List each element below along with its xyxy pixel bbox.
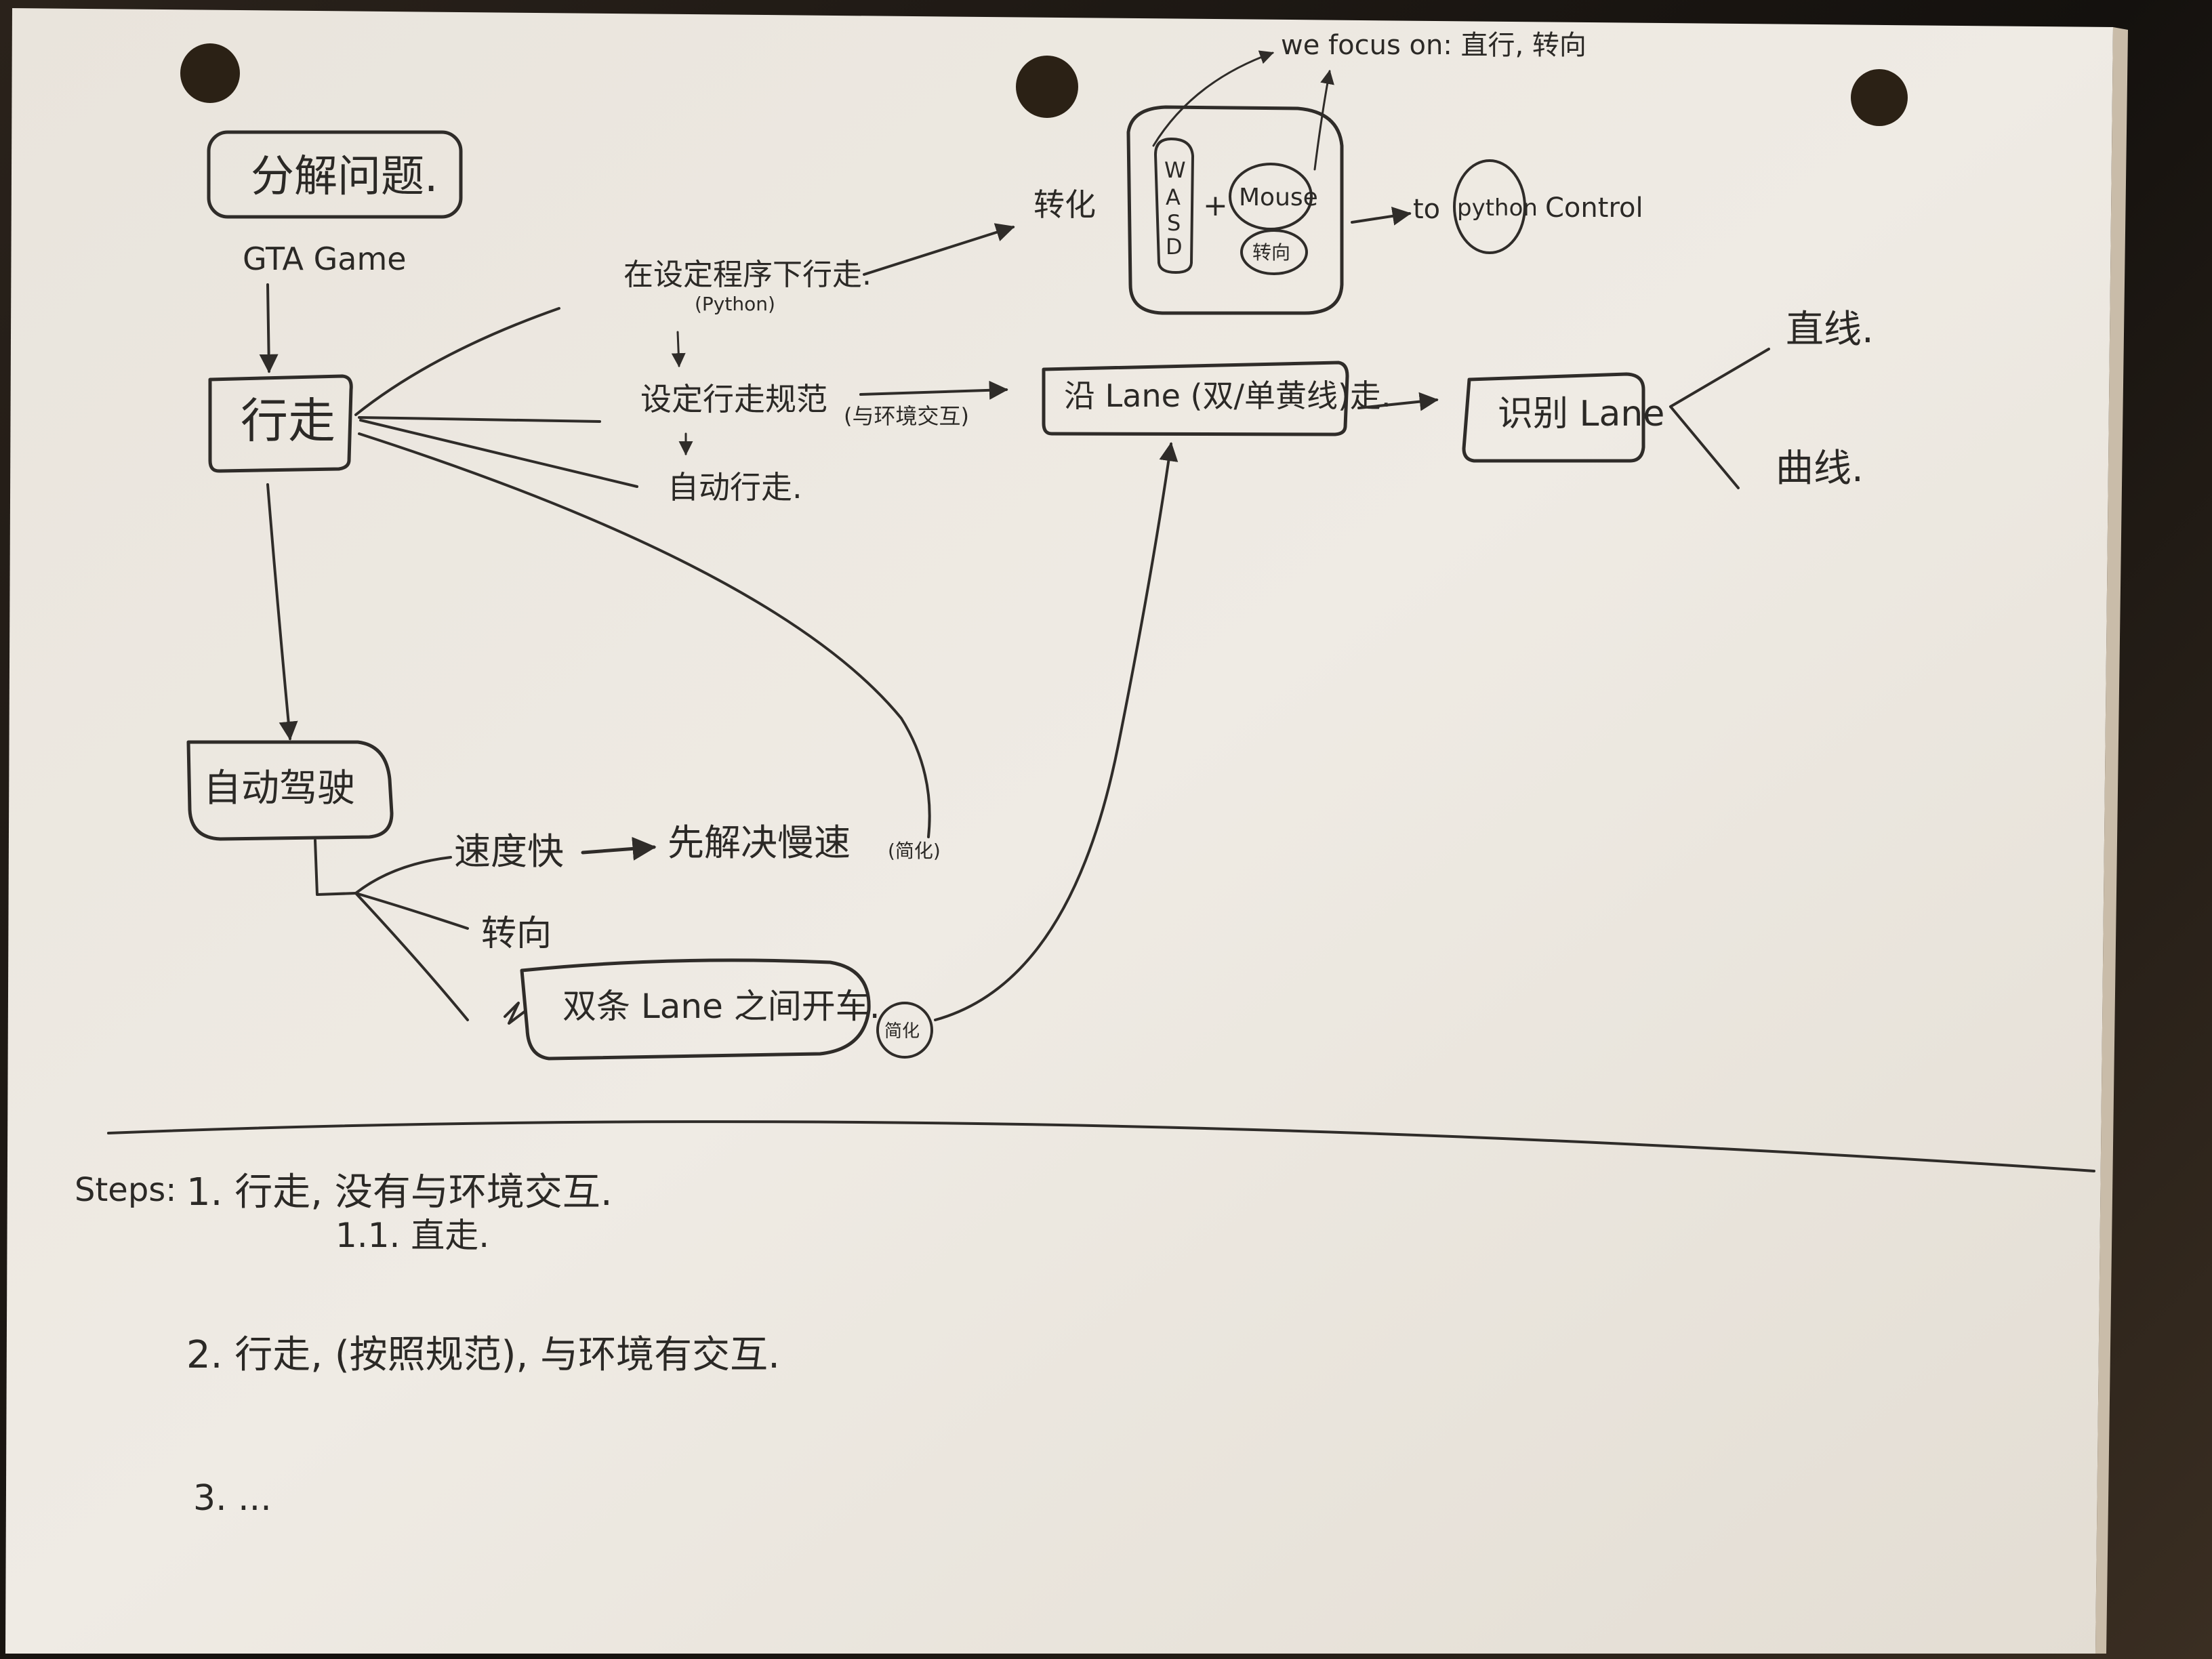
arrow-rules-to-lane — [859, 380, 1008, 400]
mouse-ellipse — [1229, 163, 1313, 230]
line-to-turn — [354, 892, 469, 930]
binder-hole — [180, 43, 240, 103]
line-detect-to-straight — [1669, 348, 1770, 408]
walk-label: 行走 — [241, 393, 335, 449]
set-rules-label: 设定行走规范 — [640, 381, 827, 417]
section-divider — [107, 1120, 2095, 1172]
arrow-simplify-to-lane — [934, 442, 1179, 1021]
program-walk-label: 在设定程序下行走. — [623, 258, 872, 292]
wasd-key-a: A — [1166, 184, 1181, 210]
input-box — [1126, 105, 1344, 315]
walk-box — [208, 374, 353, 473]
split-problem-label: 分解问题. — [251, 152, 438, 202]
arrow-lane-to-detect — [1357, 392, 1439, 411]
binder-hole — [1016, 56, 1078, 118]
mouse-label: Mouse — [1239, 184, 1318, 211]
turn-small-label: 转向 — [1252, 241, 1290, 264]
arrow-speed-to-slow — [581, 836, 657, 861]
steps-label: Steps: — [75, 1171, 176, 1209]
arrow-gta-to-walk — [259, 283, 279, 373]
python-label: python — [1457, 194, 1538, 222]
line-autodrive-down — [314, 839, 357, 896]
detect-lane-label: 识别 Lane — [1498, 394, 1664, 434]
speed-first-label: 先解决慢速 — [668, 821, 851, 864]
wasd-key-d: D — [1166, 234, 1183, 260]
arrow-input-to-python — [1351, 206, 1412, 226]
autodrive-box — [186, 740, 394, 841]
wasd-key-w: W — [1164, 157, 1186, 183]
split-problem-box — [207, 130, 463, 219]
line-detect-to-curve — [1669, 405, 1740, 489]
straight-label: 直线. — [1786, 308, 1874, 352]
step-3: 3. ... — [193, 1478, 272, 1519]
between-lanes-label: 双条 Lane 之间开车. — [562, 987, 880, 1026]
arrow-walk-to-autodrive — [266, 483, 298, 741]
control-label: Control — [1545, 192, 1643, 224]
autodrive-label: 自动驾驶 — [203, 766, 355, 811]
arrow-program-to-transform — [863, 223, 1015, 276]
speed-label: 速度快 — [454, 830, 564, 873]
wasd-box — [1154, 138, 1194, 274]
scribble-mark — [504, 1002, 527, 1025]
line-walk-to-rules — [358, 416, 601, 423]
arrow-mouse-to-focus — [1313, 69, 1334, 171]
turn-small-ellipse — [1240, 229, 1308, 275]
paper-right-edge — [2095, 27, 2128, 1654]
binder-hole — [1851, 69, 1908, 126]
between-lanes-box — [520, 958, 871, 1061]
simplify-circle — [876, 1002, 933, 1059]
we-focus-label: we focus on: 直行, 转向 — [1281, 30, 1586, 61]
set-rules-sub: (与环境交互) — [844, 403, 969, 429]
to-label: to — [1413, 194, 1440, 225]
line-to-between-lanes — [354, 892, 469, 1021]
along-lane-label: 沿 Lane (双/单黄线)走. — [1064, 377, 1391, 414]
transform-label: 转化 — [1033, 186, 1096, 223]
turn-label: 转向 — [481, 914, 552, 954]
curve-label: 曲线. — [1776, 447, 1864, 491]
line-walk-to-auto — [359, 419, 638, 488]
auto-walk-label: 自动行走. — [668, 469, 802, 506]
program-walk-sub: (Python) — [695, 293, 775, 315]
python-ellipse — [1453, 159, 1526, 254]
gta-game-label: GTA Game — [243, 241, 407, 277]
arrow-program-to-rules — [671, 331, 686, 368]
wasd-key-s: S — [1167, 210, 1181, 236]
line-to-speed — [354, 856, 452, 895]
speed-first-sub: (简化) — [888, 840, 941, 862]
detect-lane-box — [1462, 372, 1645, 463]
line-walk-to-speed — [358, 432, 931, 838]
plus-sign: + — [1203, 188, 1228, 223]
step-1: 1. 行走, 没有与环境交互. — [186, 1170, 613, 1214]
step-2: 2. 行走, (按照规范), 与环境有交互. — [186, 1333, 780, 1377]
step-1-1: 1.1. 直走. — [335, 1216, 489, 1255]
simplify-label: 简化 — [884, 1021, 920, 1042]
arrow-wasd-to-focus — [1152, 50, 1274, 147]
along-lane-box — [1042, 361, 1349, 436]
line-walk-to-program — [354, 307, 560, 416]
